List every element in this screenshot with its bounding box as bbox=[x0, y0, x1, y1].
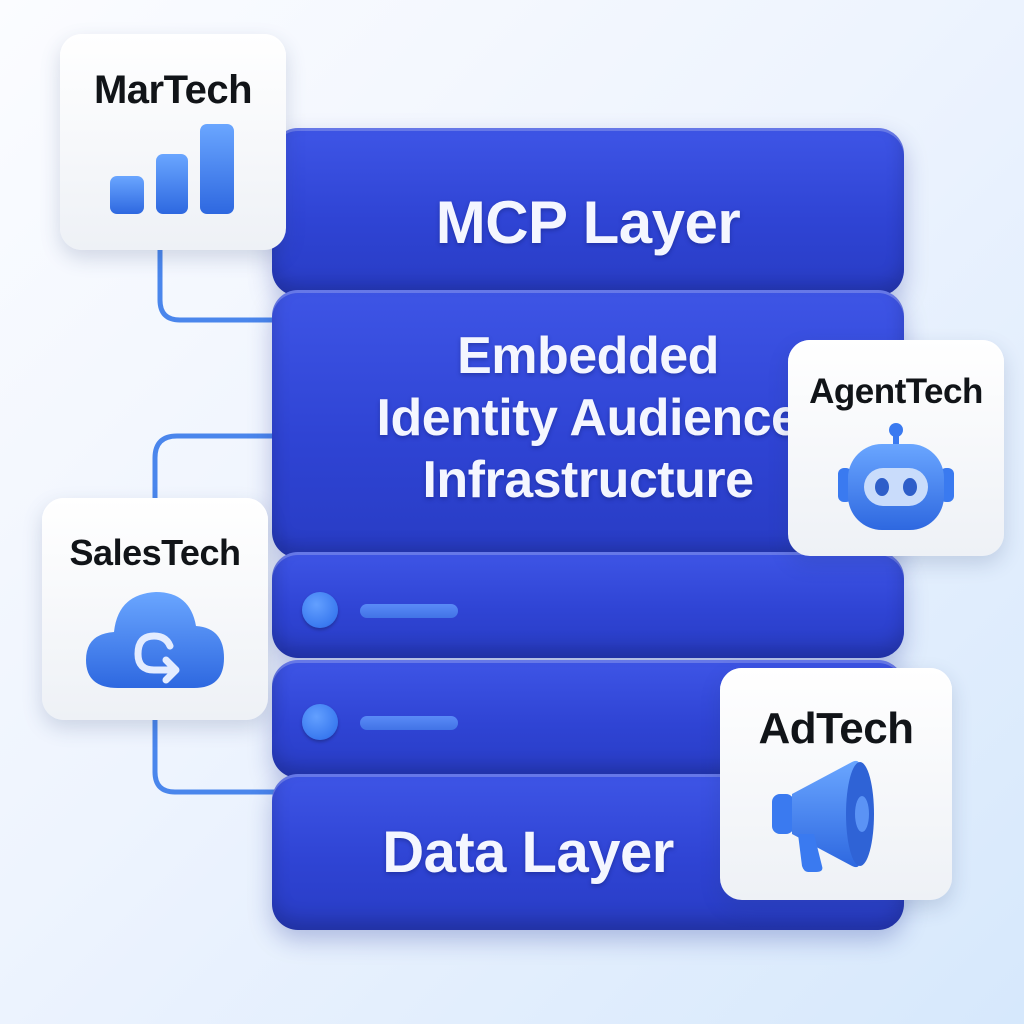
martech-label: MarTech bbox=[93, 68, 253, 112]
identity-infrastructure-block: Embedded Identity Audience Infrastructur… bbox=[272, 290, 904, 558]
salestech-card: SalesTech bbox=[42, 498, 268, 720]
server-block-1 bbox=[272, 552, 904, 658]
cloud-sync-icon bbox=[86, 592, 224, 688]
martech-card: MarTech bbox=[60, 34, 286, 250]
connector-salestech-bottom bbox=[152, 715, 279, 795]
server-indicator-bar bbox=[360, 716, 458, 730]
connector-salestech-top bbox=[152, 433, 279, 503]
agenttech-label: AgentTech bbox=[809, 372, 983, 411]
server-indicator-dot bbox=[302, 592, 338, 628]
adtech-label: AdTech bbox=[758, 704, 914, 753]
mcp-layer-label: MCP Layer bbox=[435, 188, 741, 256]
data-layer-label: Data Layer bbox=[382, 819, 674, 885]
robot-icon bbox=[838, 423, 954, 530]
bar-chart-icon bbox=[110, 124, 234, 214]
server-indicator-dot bbox=[302, 704, 338, 740]
identity-infrastructure-label: Embedded Identity Audience Infrastructur… bbox=[376, 327, 800, 509]
adtech-card: AdTech bbox=[720, 668, 952, 900]
agenttech-card: AgentTech bbox=[788, 340, 1004, 556]
salestech-label: SalesTech bbox=[69, 532, 241, 573]
megaphone-icon bbox=[772, 760, 874, 872]
mcp-layer-block: MCP Layer bbox=[272, 128, 904, 296]
connector-martech bbox=[157, 245, 279, 323]
server-indicator-bar bbox=[360, 604, 458, 618]
